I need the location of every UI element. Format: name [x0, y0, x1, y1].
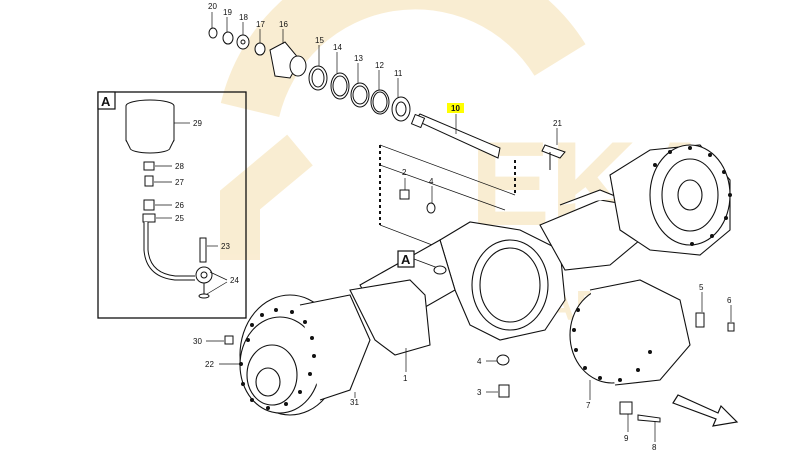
callout-4-bottom: 4	[477, 357, 482, 366]
callout-12: 12	[375, 61, 384, 70]
callout-21: 21	[553, 119, 562, 128]
detail-a-marker	[397, 250, 447, 275]
callout-4-top: 4	[429, 177, 434, 186]
callout-30: 30	[193, 337, 202, 346]
callout-28: 28	[175, 162, 184, 171]
filter-canister	[125, 99, 175, 154]
callout-1: 1	[403, 374, 408, 383]
highlight-part-10	[447, 103, 464, 113]
callout-6: 6	[727, 296, 732, 305]
callout-11: 11	[394, 69, 403, 78]
detail-a-marker-letter: A	[401, 252, 411, 267]
hub-bolts	[239, 146, 732, 410]
callout-14: 14	[333, 43, 342, 52]
callout-27: 27	[175, 178, 184, 187]
callout-9: 9	[624, 434, 629, 443]
detail-a-letter: A	[101, 94, 111, 109]
callout-26: 26	[175, 201, 184, 210]
direction-arrow-icon	[672, 394, 739, 427]
callout-10: 10	[451, 104, 460, 113]
callout-3: 3	[477, 388, 482, 397]
callout-5: 5	[699, 283, 704, 292]
callout-25: 25	[175, 214, 184, 223]
callout-13: 13	[354, 54, 363, 63]
dashed-bracket	[379, 145, 516, 225]
callout-2: 2	[402, 168, 407, 177]
detail-fittings	[142, 161, 213, 299]
bracket-lines	[379, 144, 516, 249]
callout-18: 18	[239, 13, 248, 22]
callout-22: 22	[205, 360, 214, 369]
callout-7: 7	[586, 401, 591, 410]
callout-23: 23	[221, 242, 230, 251]
callout-17: 17	[256, 20, 265, 29]
callout-29: 29	[193, 119, 202, 128]
lower-fasteners	[224, 312, 735, 423]
axle-housing	[239, 144, 731, 416]
callout-24: 24	[230, 276, 239, 285]
detail-leaders	[154, 122, 228, 295]
callout-8: 8	[652, 443, 657, 451]
callout-20: 20	[208, 2, 217, 11]
callout-31: 31	[350, 398, 359, 407]
callout-16: 16	[279, 20, 288, 29]
detail-a-box	[97, 91, 247, 319]
bracket-fasteners	[399, 178, 436, 214]
callout-19: 19	[223, 8, 232, 17]
callout-15: 15	[315, 36, 324, 45]
main-leaders	[206, 292, 732, 442]
top-leaders	[211, 12, 558, 145]
top-parts	[208, 27, 566, 170]
